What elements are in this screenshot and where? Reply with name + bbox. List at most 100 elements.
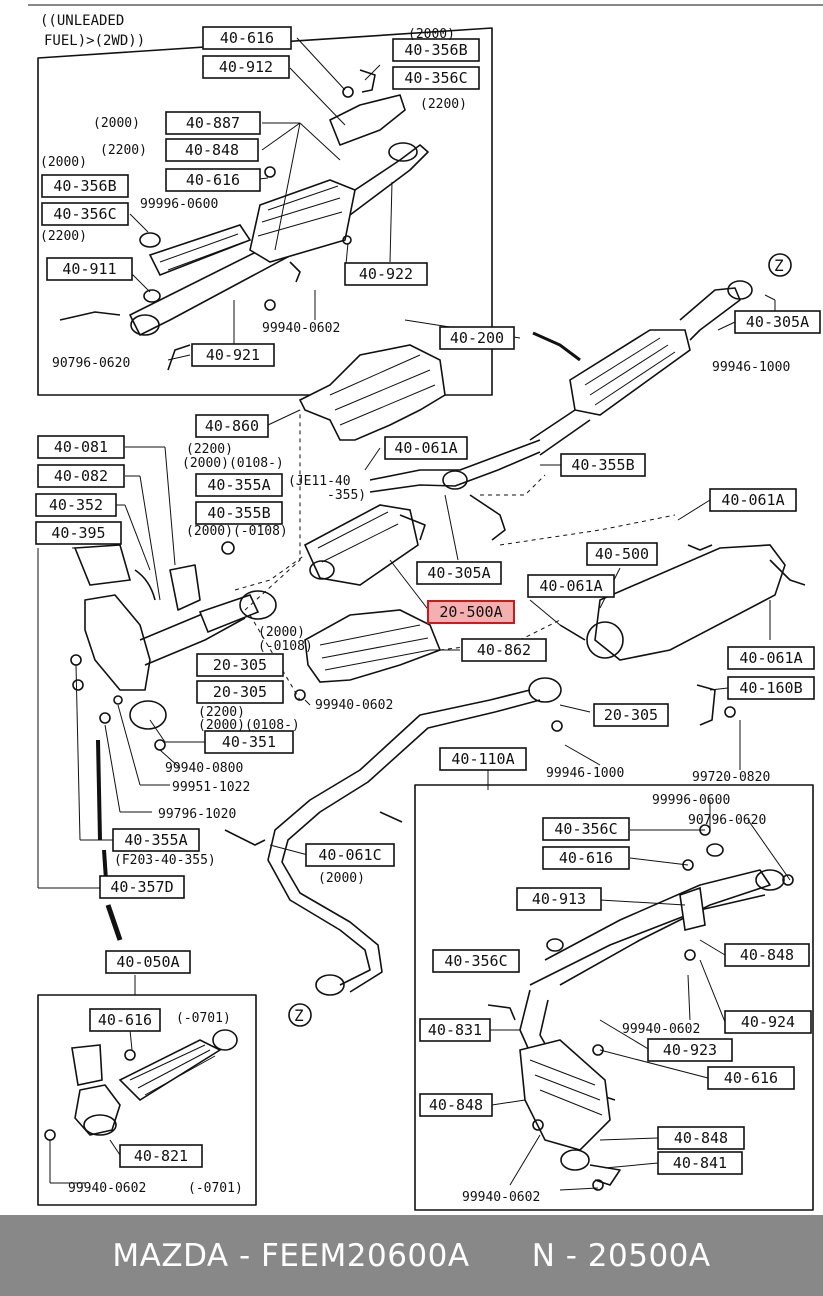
- part-label-box: [724, 943, 810, 967]
- annotation-label: (2000): [93, 116, 140, 131]
- part-number-label: 40-305A: [427, 564, 490, 582]
- part-number-label: 40-821: [134, 1147, 188, 1165]
- annotation-label: (2200): [198, 705, 245, 720]
- annotation-label: 99940-0602: [462, 1190, 540, 1205]
- part-number-label: 40-356C: [404, 69, 467, 87]
- annotation-label: (JE11-40: [288, 474, 351, 489]
- part-number-label: 40-061A: [721, 491, 784, 509]
- inset-4wd-leader-lines: [490, 800, 791, 1191]
- connection-marker-z-top: [768, 253, 792, 277]
- highlighted-part-label-box: [427, 600, 515, 624]
- part-label-box: [35, 493, 117, 517]
- part-label-box: [35, 521, 122, 545]
- part-label-box: [419, 1018, 491, 1042]
- part-label-box: [734, 310, 821, 334]
- annotation-label: 99940-0602: [622, 1022, 700, 1037]
- intermediate-pipe-40-110A: [224, 677, 736, 1027]
- inset-frame-front-pipe: [37, 27, 493, 396]
- annotation-label: 99951-1022: [172, 780, 250, 795]
- part-number-label: 40-923: [663, 1041, 717, 1059]
- part-label-box: [439, 747, 527, 771]
- part-number-label: 20-305: [213, 683, 267, 701]
- leader-thick-40-200: [532, 331, 581, 362]
- part-label-box: [37, 435, 125, 459]
- part-label-box: [593, 703, 669, 727]
- annotation-label: (F203-40-355): [114, 853, 216, 868]
- inset-leader-lines: [127, 37, 393, 361]
- part-number-label: 40-921: [206, 346, 260, 364]
- middle-pipe-40-061A: [369, 439, 541, 541]
- part-label-box: [112, 828, 200, 852]
- part-number-label: 40-061A: [394, 439, 457, 457]
- part-label-box: [344, 262, 428, 286]
- annotation-label: 99946-1000: [546, 766, 624, 781]
- part-label-box: [191, 343, 275, 367]
- part-label-box: [542, 817, 630, 841]
- part-label-box: [542, 846, 630, 870]
- part-label-box: [99, 875, 185, 899]
- heat-insulator-40-860: [298, 344, 446, 441]
- part-label-box: [516, 887, 602, 911]
- annotation-label: -355): [327, 488, 366, 503]
- inset-frame-exhaust-manifold: [37, 994, 257, 1206]
- front-pipe-40-081: [70, 541, 306, 751]
- annotation-label: 99940-0602: [262, 321, 340, 336]
- part-label-box: [165, 168, 261, 192]
- annotation-label: (2000): [40, 155, 87, 170]
- part-number-label: 40-352: [49, 496, 103, 514]
- part-number-label: 40-356B: [404, 41, 467, 59]
- part-number-label: 40-912: [219, 58, 273, 76]
- part-label-box: [657, 1126, 745, 1150]
- part-label-box: [165, 138, 259, 162]
- part-label-box: [37, 464, 125, 488]
- part-number-label: 40-356C: [444, 952, 507, 970]
- flange-ring-z: [727, 280, 753, 300]
- part-label-box: [647, 1038, 733, 1062]
- part-number-label: 40-081: [54, 438, 108, 456]
- part-label-box: [392, 38, 480, 62]
- main-silencer-40-500: [559, 544, 806, 661]
- annotation-label: (2000): [258, 625, 305, 640]
- front-pipe-assembly-4wd-inset: [487, 824, 794, 1191]
- annotation-label: 99940-0602: [68, 1181, 146, 1196]
- annotation-label: (2200): [40, 229, 87, 244]
- annotation-label: 99940-0602: [315, 698, 393, 713]
- footer-caption-bar: MAZDA - FEEM20600A N - 20500A: [0, 1215, 823, 1296]
- part-label-box: [41, 202, 129, 226]
- manifold-assembly-inset: [44, 1019, 238, 1184]
- part-number-label: 40-616: [724, 1069, 778, 1087]
- part-label-box: [419, 1093, 493, 1117]
- leader-thick-1: [96, 739, 102, 841]
- part-label-box: [432, 949, 520, 973]
- part-label-box: [89, 1008, 161, 1032]
- annotation-label: 90796-0620: [52, 356, 130, 371]
- connection-marker-label: Z: [294, 1006, 304, 1025]
- part-number-label: 40-616: [186, 171, 240, 189]
- annotation-label: (-0701): [176, 1011, 231, 1026]
- leader-thick-2: [102, 849, 108, 881]
- part-number-label: 40-305A: [746, 313, 809, 331]
- part-label-box: [384, 436, 468, 460]
- part-number-label: 40-913: [532, 890, 586, 908]
- part-number-label: 40-860: [205, 417, 259, 435]
- part-number-label: 40-050A: [116, 953, 179, 971]
- highlighted-part-number: 20-500A: [439, 603, 502, 621]
- part-number-label: 40-351: [222, 733, 276, 751]
- part-number-label: 40-848: [429, 1096, 483, 1114]
- part-number-label: 40-200: [450, 329, 504, 347]
- part-label-box: [196, 653, 284, 677]
- annotation-label: 99720-0820: [692, 770, 770, 785]
- part-number-label: 20-305: [213, 656, 267, 674]
- part-label-box: [105, 950, 191, 974]
- part-number-label: 40-357D: [110, 878, 173, 896]
- annotation-label: (2200): [420, 97, 467, 112]
- part-number-label: 40-848: [674, 1129, 728, 1147]
- part-number-label: 40-911: [62, 260, 116, 278]
- annotation-label: 99940-0800: [165, 761, 243, 776]
- part-label-box: [202, 26, 292, 50]
- part-number-label: 20-305: [604, 706, 658, 724]
- part-label-box: [527, 574, 615, 598]
- exhaust-system-parts-diagram: ((UNLEADED FUEL)>(2WD)) 40-61640-91240-3…: [28, 4, 823, 1211]
- part-label-box: [560, 453, 646, 477]
- part-label-box: [709, 488, 797, 512]
